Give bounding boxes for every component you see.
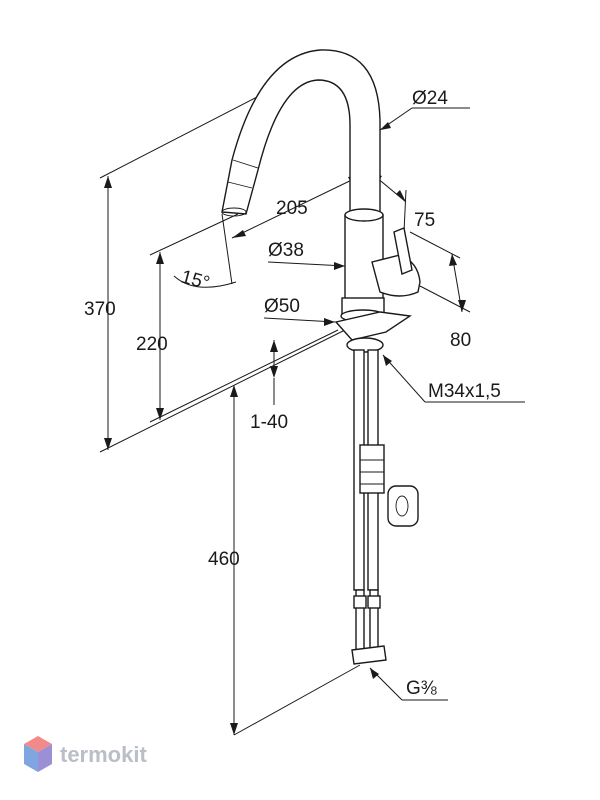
pipe-nut-right bbox=[367, 595, 381, 609]
arrow-205-left bbox=[232, 230, 246, 238]
label-spout-height: 220 bbox=[136, 334, 168, 355]
arrow-370-bottom bbox=[104, 438, 112, 450]
label-pipe-diameter: Ø24 bbox=[412, 88, 448, 109]
spray-head-joint bbox=[227, 181, 253, 189]
arrow-1-40-bottom bbox=[270, 366, 278, 378]
label-thread: M34x1,5 bbox=[428, 381, 501, 402]
hose-coupling bbox=[359, 444, 385, 494]
termokit-watermark: termokit bbox=[24, 736, 147, 772]
label-handle-height: 80 bbox=[450, 330, 471, 351]
angle-arc-15 bbox=[173, 275, 237, 288]
leader-d38 bbox=[267, 261, 346, 267]
label-swivel-distance: 205 bbox=[276, 198, 308, 219]
arrow-460-bottom bbox=[230, 723, 238, 735]
arrow-thread bbox=[383, 355, 392, 366]
arrow-80-bottom bbox=[458, 300, 466, 312]
ext-line-bottom-370 bbox=[99, 329, 346, 453]
arrow-d50 bbox=[324, 318, 335, 326]
arrow-80-top bbox=[449, 254, 457, 266]
spout-gooseneck bbox=[221, 49, 381, 219]
pipe-nut-left bbox=[353, 595, 367, 609]
logo-cube-right bbox=[38, 744, 52, 772]
arrow-d38 bbox=[334, 262, 345, 270]
angle-leg bbox=[221, 213, 233, 285]
label-hose-length: 460 bbox=[208, 549, 240, 570]
leader-thread bbox=[382, 354, 426, 403]
label-connection: G⅜ bbox=[406, 678, 437, 699]
hose-weight bbox=[387, 485, 419, 527]
label-base-diameter: Ø50 bbox=[264, 296, 300, 317]
spray-head-outlet bbox=[221, 207, 247, 217]
arrow-370-top bbox=[104, 176, 112, 188]
connector-nut bbox=[351, 645, 387, 665]
mounting-plate bbox=[334, 311, 412, 341]
faucet-body bbox=[344, 214, 384, 306]
ext-line-top-80 bbox=[409, 231, 461, 259]
watermark-brand: termokit bbox=[60, 742, 147, 767]
arrow-d24 bbox=[380, 122, 391, 130]
spray-head-ring bbox=[232, 159, 259, 169]
ext-line-bottom-220 bbox=[149, 329, 339, 423]
extension-lines bbox=[99, 79, 525, 736]
weight-detail bbox=[395, 495, 409, 517]
label-countertop-thickness: 1-40 bbox=[250, 412, 288, 433]
label-spray-angle: 15° bbox=[179, 267, 212, 295]
body-top bbox=[344, 208, 384, 222]
lever-housing bbox=[371, 254, 421, 297]
dimension-labels: Ø24 205 75 Ø38 15° Ø50 80 370 220 M34x1,… bbox=[84, 88, 501, 699]
hoses bbox=[351, 349, 419, 665]
arrow-220-top bbox=[156, 252, 164, 264]
arrow-g38 bbox=[370, 668, 379, 679]
lever-handle bbox=[393, 227, 413, 275]
leader-d50 bbox=[263, 317, 336, 323]
arrowheads bbox=[104, 122, 466, 735]
logo-cube-left bbox=[24, 744, 38, 772]
arrow-1-40-top bbox=[270, 340, 278, 352]
label-handle-offset: 75 bbox=[414, 210, 435, 231]
arrow-75-right bbox=[396, 190, 406, 202]
arrow-460-top bbox=[230, 385, 238, 397]
arrow-220-bottom bbox=[156, 408, 164, 420]
ext-line-75 bbox=[403, 189, 407, 233]
ext-line-bottom-460 bbox=[233, 664, 361, 736]
dim-line-205 bbox=[231, 174, 363, 239]
label-body-diameter: Ø38 bbox=[268, 240, 304, 261]
label-total-height: 370 bbox=[84, 299, 116, 320]
faucet bbox=[221, 49, 421, 353]
mounting-nut bbox=[346, 337, 384, 353]
